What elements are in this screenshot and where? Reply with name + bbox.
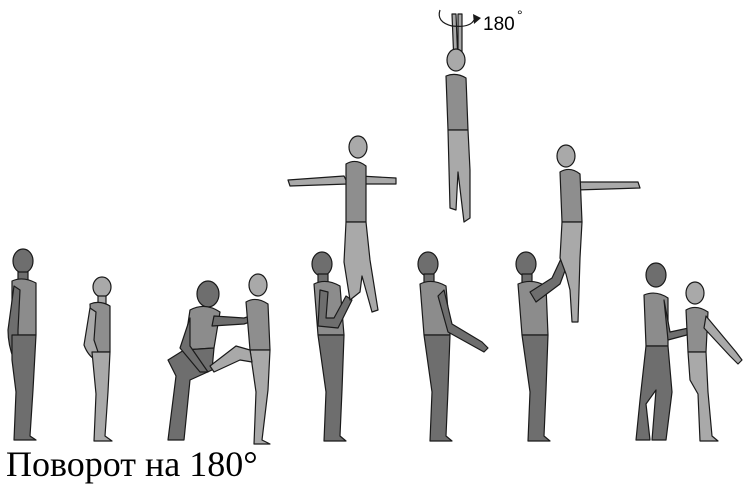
female-rotating-air: 180 ° bbox=[439, 7, 522, 222]
pair-landing bbox=[636, 263, 742, 441]
rotation-arrowhead bbox=[473, 14, 481, 24]
male-figure-arms-forward bbox=[418, 252, 488, 441]
rotation-angle-label: 180 bbox=[483, 14, 515, 35]
pair-lift-catch bbox=[516, 145, 640, 441]
female-figure-standing bbox=[84, 277, 112, 441]
male-figure-standing bbox=[8, 249, 36, 440]
pair-crouch-step bbox=[168, 274, 270, 444]
pair-lift-arms-out bbox=[288, 136, 396, 441]
rotation-degree-mark: ° bbox=[517, 7, 523, 23]
diagram-caption: Поворот на 180° bbox=[6, 444, 258, 484]
